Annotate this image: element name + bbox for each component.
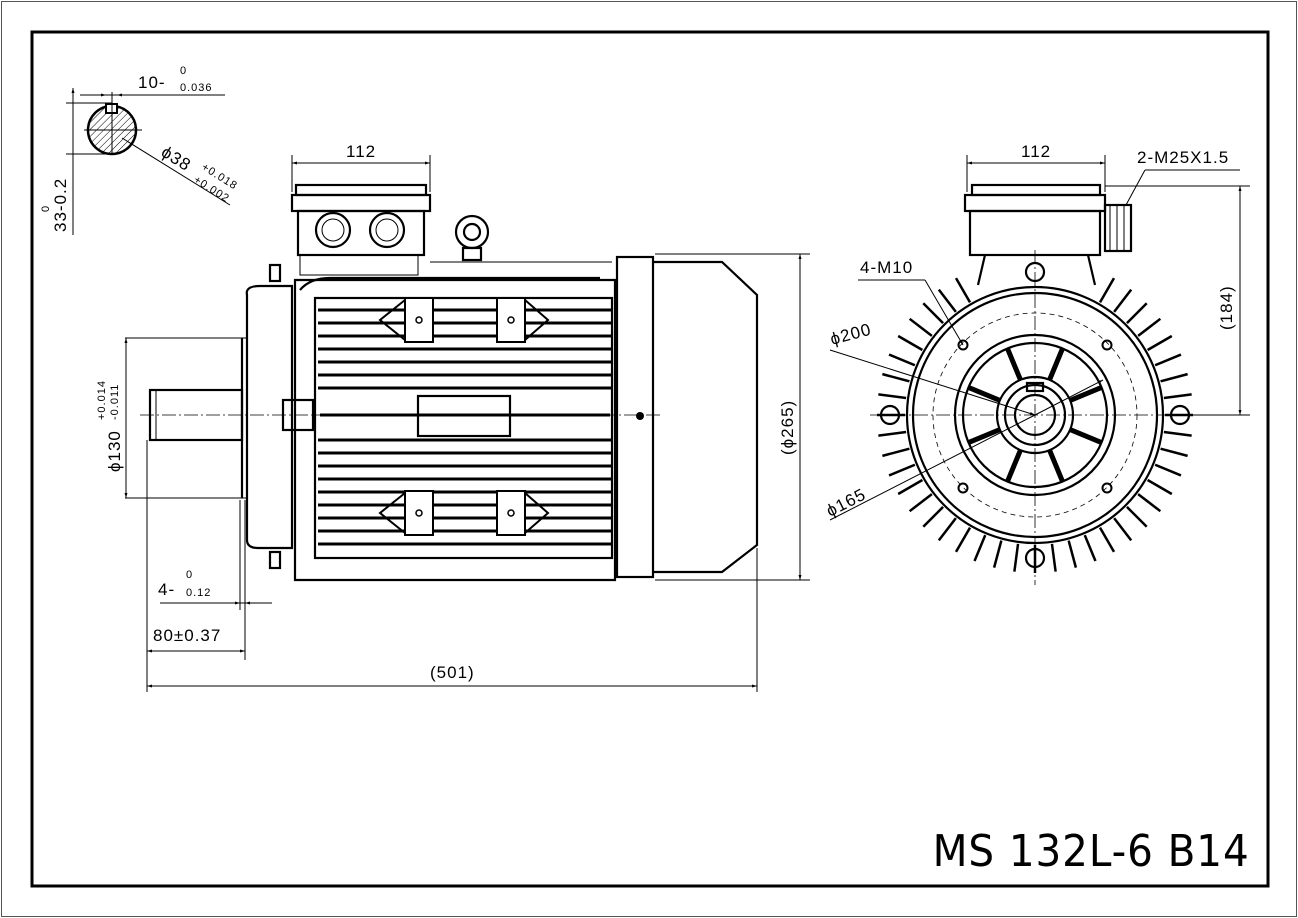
svg-text:+0.014: +0.014 [96,380,108,420]
pad-hole-icon [507,509,515,517]
radial-fin [973,534,987,562]
pitch-circle-dimension: ϕ200 [828,320,873,349]
end-shield-spoke [1069,427,1103,445]
radial-fin [1146,478,1173,496]
radial-fin [908,317,933,337]
svg-text:0: 0 [180,65,187,77]
overall-diameter-dimension: (ϕ265) [778,400,797,455]
radial-fin [1154,353,1182,367]
mounting-pad [496,297,526,343]
svg-text:(ϕ265): (ϕ265) [778,400,797,455]
radial-fin [908,493,933,513]
radial-fin [992,540,1003,568]
spigot-depth-dimension: 4- 0 0.12 [158,569,211,599]
svg-text:ϕ38: ϕ38 [158,142,195,175]
radial-fin [878,393,907,400]
flange-bolt-hole [957,339,969,351]
radial-fin [937,288,957,313]
radial-fin [1163,430,1192,437]
radial-fin [1137,493,1162,513]
svg-text:0.12: 0.12 [186,587,211,599]
mounting-pad [496,490,526,536]
radial-fin [922,506,944,528]
svg-text:4-: 4- [158,580,175,599]
radial-fin [937,517,957,542]
radial-fin [888,463,916,477]
spigot-dimension: ϕ165 [823,485,869,521]
svg-text:-0.011: -0.011 [109,384,121,420]
radial-fin [1067,540,1078,568]
terminal-box-width-front-label: 112 [1021,142,1051,161]
radial-fin [897,334,924,352]
radial-fin [954,526,972,553]
radial-fin [1146,334,1173,352]
svg-text:(184): (184) [1217,285,1236,330]
end-shield-spoke [967,427,1001,445]
radial-fin [897,478,924,496]
svg-text:ϕ200: ϕ200 [828,320,873,349]
svg-text:0: 0 [40,205,52,212]
radial-fin [1126,506,1148,528]
end-shield-spoke [1005,347,1023,381]
svg-text:ϕ165: ϕ165 [823,485,869,521]
radial-fin [954,277,972,304]
terminal-box-width-label: 112 [346,142,376,161]
front-dimensions: 112 2-M25X1.5 (184) 4-M10 ϕ200 ϕ165 [823,142,1250,521]
flange-bolt-hole [1101,339,1113,351]
radial-fin [1160,447,1188,458]
svg-text:0.036: 0.036 [180,82,213,94]
end-shield-spoke [1005,449,1023,483]
overall-length-label: (501) [430,663,475,682]
radial-fin [1098,277,1116,304]
radial-fin [1113,288,1133,313]
radial-fin [1154,463,1182,477]
radial-fin [1098,526,1116,553]
mounting-pad [404,490,434,536]
motor-front-view [870,183,1200,585]
flange-bolt-hole [957,482,969,494]
end-shield-spoke [1047,449,1065,483]
radial-fin [1163,393,1192,400]
radial-fin [878,430,907,437]
shaft-height-dimension: 33-0.2 0 [40,178,70,232]
shaft-section [66,88,231,235]
model-title: MS 132L-6 B14 [932,826,1250,877]
radial-fin [1126,302,1148,324]
end-shield-spoke [1069,385,1103,403]
svg-text:0: 0 [186,569,193,581]
height-to-box-dimension: (184) [1217,285,1236,330]
flange-holes-label: 4-M10 [860,258,913,277]
cable-gland-label: 2-M25X1.5 [1137,148,1229,167]
flange-bolt-hole [1101,482,1113,494]
shaft-length-label: 80±0.37 [153,626,221,645]
pad-hole-icon [507,316,515,324]
radial-fin [888,353,916,367]
end-shield-spoke [1047,347,1065,381]
radial-fin [1083,534,1097,562]
svg-text:ϕ130: ϕ130 [105,430,124,472]
svg-text:10-: 10- [138,73,166,92]
radial-fin [882,372,910,383]
motor-side-view [125,183,759,582]
flange-spigot-dimension: ϕ130 +0.014 -0.011 [96,380,124,472]
shaft-diameter-dimension: ϕ38 +0.018 +0.002 [158,142,240,205]
end-shield-spoke [967,385,1001,403]
svg-text:33-0.2: 33-0.2 [51,178,70,232]
radial-fin [1113,517,1133,542]
radial-fin [922,302,944,324]
pad-hole-icon [415,509,423,517]
side-dimensions: 112 ϕ130 +0.014 -0.011 4- 0 0.12 80±0.37… [96,142,810,692]
mounting-pad [404,297,434,343]
radial-fin [1013,543,1020,572]
radial-fin [1137,317,1162,337]
radial-fin [882,447,910,458]
drawing-frame [30,30,1270,888]
pad-rib [378,299,550,534]
pad-hole-icon [415,316,423,324]
key-width-dimension: 10- 0 0.036 [138,65,213,94]
radial-fin [1160,372,1188,383]
radial-fin [1050,543,1057,572]
